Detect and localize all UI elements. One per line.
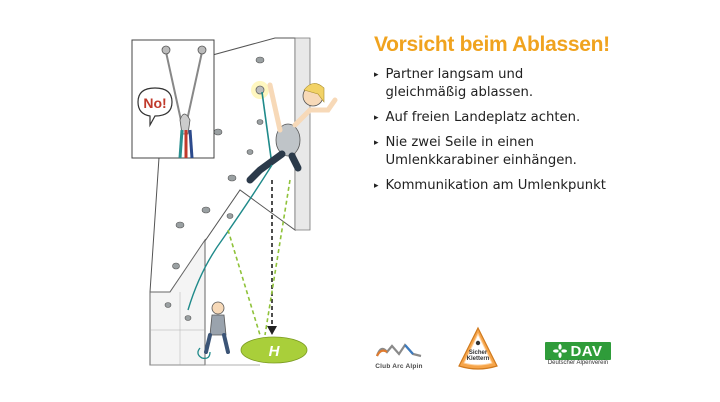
dav-mark: DAV [545, 342, 611, 360]
bullet-list: ▸ Partner langsam und gleichmäßig ablasse… [374, 66, 704, 202]
sicher-klettern-logo: Sicher Klettern [457, 326, 499, 377]
dav-caption: Deutscher Alpenverein [547, 360, 609, 366]
bullet-item: ▸ Partner langsam und gleichmäßig ablasse… [374, 66, 704, 102]
club-arc-alpin-logo: Club Arc Alpin [370, 342, 428, 370]
bullet-marker: ▸ [374, 181, 379, 191]
climbing-illustration: No! H [131, 37, 338, 366]
bullet-text: Auf freien Landeplatz achten. [385, 110, 581, 125]
bullet-text: Kommunikation am Umlenkpunkt [385, 178, 606, 193]
dav-text: DAV [570, 342, 603, 360]
sicher-text: Sicher [469, 350, 488, 356]
belayer-figure [197, 301, 230, 360]
bullet-item: ▸ Nie zwei Seile in einen Umlenkkarabiner… [374, 134, 704, 170]
slide-title: Vorsicht beim Ablassen! [374, 33, 610, 56]
climber-figure [246, 82, 338, 184]
edelweiss-icon [553, 344, 568, 358]
bullet-item: ▸ Auf freien Landeplatz achten. [374, 109, 704, 127]
bullet-text: Nie zwei Seile in einen Umlenkkarabiner … [385, 135, 577, 168]
dav-logo: DAV Deutscher Alpenverein [545, 342, 611, 366]
caa-caption: Club Arc Alpin [375, 363, 423, 370]
klettern-text: Klettern [467, 356, 490, 362]
sicher-klettern-badge-icon: Sicher Klettern [458, 326, 498, 370]
bullet-marker: ▸ [374, 113, 379, 123]
bullet-marker: ▸ [374, 138, 379, 148]
bullet-item: ▸ Kommunikation am Umlenkpunkt [374, 177, 704, 195]
bullet-marker: ▸ [374, 70, 379, 80]
caa-mountain-icon [375, 343, 422, 358]
landing-pad: H [240, 336, 308, 364]
climbing-holds [164, 56, 265, 321]
inset-anchor-detail: No! [131, 39, 215, 159]
svg-text:H: H [269, 343, 281, 360]
bullet-text: Partner langsam und gleichmäßig ablassen… [385, 67, 534, 100]
no-callout-text: No! [143, 95, 166, 111]
